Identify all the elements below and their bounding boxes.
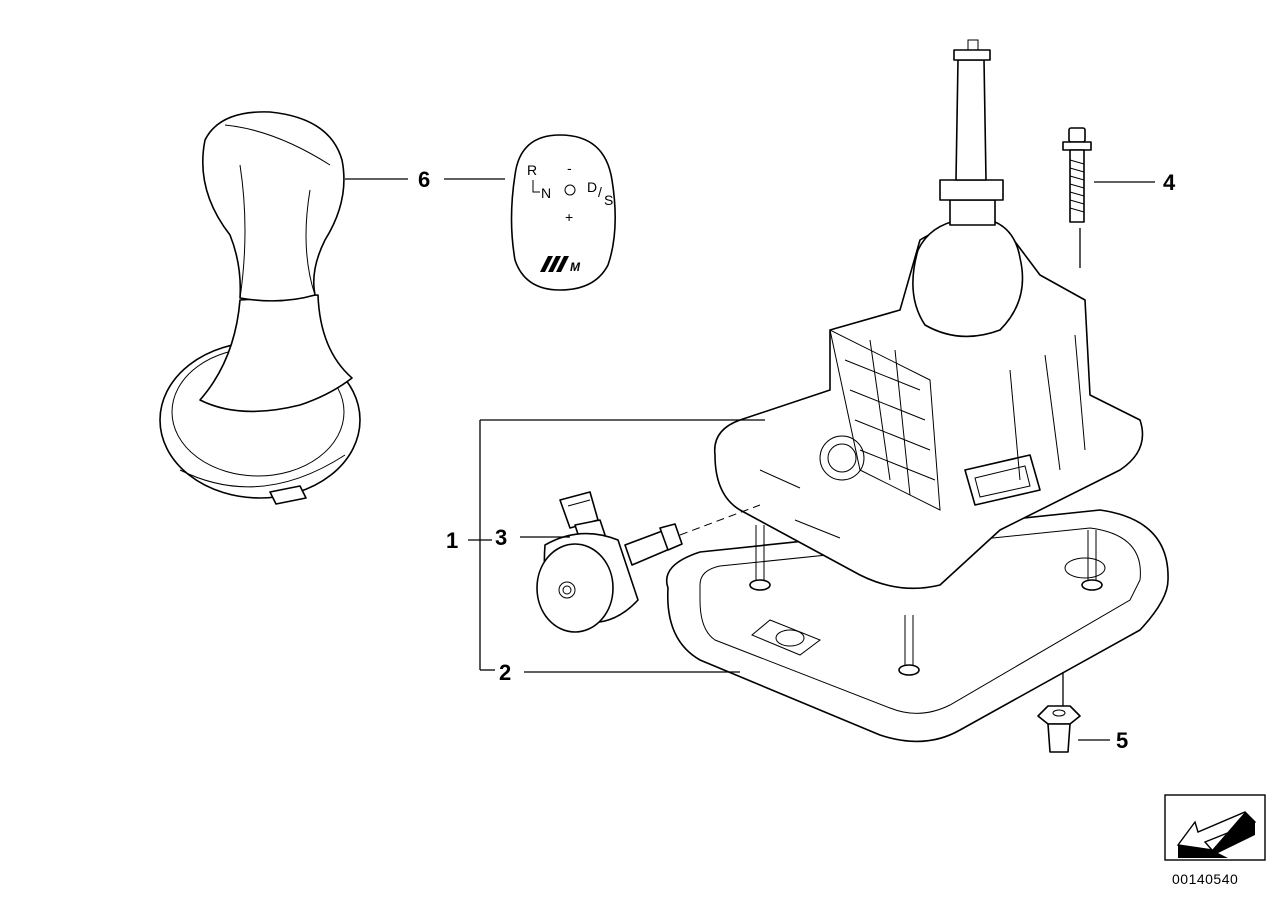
document-number: 00140540 — [1172, 871, 1238, 887]
shift-plus: + — [565, 209, 573, 225]
callout-1-bracket — [468, 419, 765, 671]
shift-s: S — [604, 192, 613, 208]
shift-minus: - — [567, 160, 572, 176]
nut-illustration — [1037, 705, 1081, 753]
callout-5: 5 — [1116, 728, 1128, 753]
callout-3: 3 — [495, 525, 507, 550]
callout-2: 2 — [499, 660, 511, 685]
orientation-symbol — [1164, 794, 1266, 861]
shifter-housing-illustration — [713, 39, 1144, 590]
callout-4: 4 — [1163, 170, 1176, 195]
base-plate-illustration — [665, 509, 1169, 743]
gear-knob-illustration — [159, 111, 361, 505]
bolt-illustration — [1062, 127, 1092, 223]
shift-n: N — [541, 185, 551, 201]
shift-r: R — [527, 162, 537, 178]
knob-top-view: R N - D / S + M — [510, 134, 616, 291]
shift-d: D — [587, 179, 597, 195]
sensor-illustration — [536, 491, 683, 633]
callout-1: 1 — [446, 528, 458, 553]
shift-slash: / — [598, 184, 602, 200]
assembly-axis — [679, 504, 761, 536]
callout-6: 6 — [418, 167, 430, 192]
m-logo: M — [570, 260, 581, 274]
